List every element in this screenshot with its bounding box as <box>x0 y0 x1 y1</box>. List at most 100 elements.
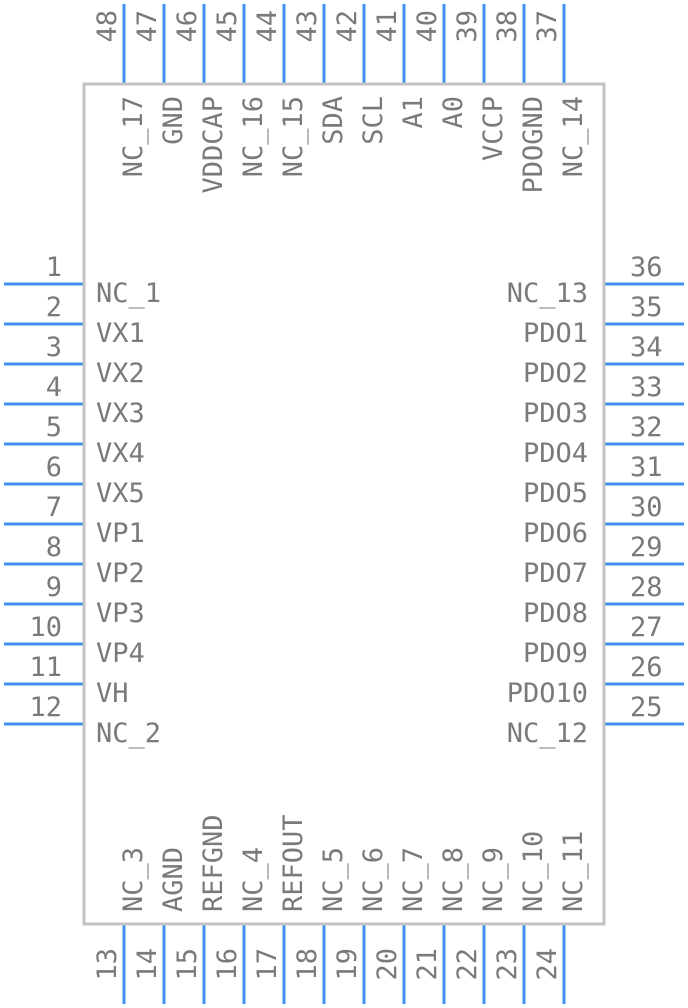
pin-number-41: 41 <box>372 10 403 43</box>
pin-name-10: VP4 <box>96 638 145 669</box>
pin-number-9: 9 <box>46 572 62 603</box>
pin-number-38: 38 <box>492 10 523 43</box>
pin-number-43: 43 <box>292 10 323 43</box>
pin-name-25: NC_12 <box>507 718 588 749</box>
pin-name-12: NC_2 <box>96 718 161 749</box>
pin-name-36: NC_13 <box>507 278 588 309</box>
pin-number-23: 23 <box>492 948 523 981</box>
pin-name-22: NC_9 <box>478 847 509 912</box>
pin-name-45: NC_16 <box>238 96 269 177</box>
pin-number-1: 1 <box>46 252 62 283</box>
pin-name-39: VCCP <box>478 96 509 161</box>
pin-name-48: NC_17 <box>118 96 149 177</box>
pin-number-15: 15 <box>172 948 203 981</box>
pin-name-31: PDO5 <box>523 478 588 509</box>
pin-name-8: VP2 <box>96 558 145 589</box>
pin-number-6: 6 <box>46 452 62 483</box>
pin-name-24: NC_11 <box>558 831 589 912</box>
pin-name-1: NC_1 <box>96 278 161 309</box>
pin-name-21: NC_8 <box>438 847 469 912</box>
pin-number-34: 34 <box>630 332 663 363</box>
pin-number-36: 36 <box>630 252 663 283</box>
pin-name-26: PDO10 <box>507 678 588 709</box>
pin-name-4: VX3 <box>96 398 145 429</box>
pin-number-3: 3 <box>46 332 62 363</box>
pin-number-42: 42 <box>332 10 363 43</box>
pin-number-30: 30 <box>630 492 663 523</box>
pin-number-10: 10 <box>29 612 62 643</box>
pin-name-20: NC_7 <box>398 847 429 912</box>
pin-name-32: PDO4 <box>523 438 588 469</box>
pin-number-12: 12 <box>29 692 62 723</box>
pin-name-23: NC_10 <box>518 831 549 912</box>
pin-number-26: 26 <box>630 652 663 683</box>
pin-name-9: VP3 <box>96 598 145 629</box>
pin-number-7: 7 <box>46 492 62 523</box>
pin-number-31: 31 <box>630 452 663 483</box>
pin-number-25: 25 <box>630 692 663 723</box>
labels-layer: 1NC_12VX13VX24VX35VX46VX57VP18VP29VP310V… <box>29 10 662 981</box>
pin-name-3: VX2 <box>96 358 145 389</box>
pin-name-40: A0 <box>438 96 469 129</box>
pin-name-5: VX4 <box>96 438 145 469</box>
pin-number-20: 20 <box>372 948 403 981</box>
pin-number-4: 4 <box>46 372 62 403</box>
pin-number-13: 13 <box>92 948 123 981</box>
pin-number-40: 40 <box>412 10 443 43</box>
pin-name-29: PDO7 <box>523 558 588 589</box>
pin-name-44: NC_15 <box>278 96 309 177</box>
pin-number-8: 8 <box>46 532 62 563</box>
pin-number-28: 28 <box>630 572 663 603</box>
pin-name-41: A1 <box>398 96 429 129</box>
pin-number-45: 45 <box>212 10 243 43</box>
pin-number-16: 16 <box>212 948 243 981</box>
pin-number-35: 35 <box>630 292 663 323</box>
pin-number-2: 2 <box>46 292 62 323</box>
pin-number-48: 48 <box>92 10 123 43</box>
pin-name-30: PDO6 <box>523 518 588 549</box>
pin-number-47: 47 <box>132 10 163 43</box>
pin-number-17: 17 <box>252 948 283 981</box>
pin-number-44: 44 <box>252 10 283 43</box>
pin-number-32: 32 <box>630 412 663 443</box>
pin-name-47: GND <box>158 96 189 145</box>
pin-number-18: 18 <box>292 948 323 981</box>
pin-name-17: REFOUT <box>278 814 309 912</box>
pin-name-43: SDA <box>318 96 349 145</box>
pin-name-15: REFGND <box>198 814 229 912</box>
pin-number-5: 5 <box>46 412 62 443</box>
pin-name-19: NC_6 <box>358 847 389 912</box>
pin-number-14: 14 <box>132 948 163 981</box>
pin-number-24: 24 <box>532 948 563 981</box>
pin-number-22: 22 <box>452 948 483 981</box>
pin-name-33: PDO3 <box>523 398 588 429</box>
pin-name-34: PDO2 <box>523 358 588 389</box>
pin-name-27: PDO9 <box>523 638 588 669</box>
pin-number-27: 27 <box>630 612 663 643</box>
pin-name-28: PDO8 <box>523 598 588 629</box>
pin-name-18: NC_5 <box>318 847 349 912</box>
pin-name-38: PDOGND <box>518 96 549 194</box>
pin-name-13: NC_3 <box>118 847 149 912</box>
pins-layer <box>4 4 684 1004</box>
pin-number-11: 11 <box>29 652 62 683</box>
pin-number-21: 21 <box>412 948 443 981</box>
pin-name-14: AGND <box>158 847 189 912</box>
pin-name-16: NC_4 <box>238 847 269 912</box>
pin-name-7: VP1 <box>96 518 145 549</box>
pin-name-37: NC_14 <box>558 96 589 177</box>
pin-number-37: 37 <box>532 10 563 43</box>
pin-number-19: 19 <box>332 948 363 981</box>
pin-number-33: 33 <box>630 372 663 403</box>
pin-name-6: VX5 <box>96 478 145 509</box>
component-body <box>82 82 606 926</box>
pin-name-11: VH <box>96 678 129 709</box>
pin-name-35: PDO1 <box>523 318 588 349</box>
pin-number-46: 46 <box>172 10 203 43</box>
pin-number-39: 39 <box>452 10 483 43</box>
pin-name-42: SCL <box>358 96 389 145</box>
pin-name-46: VDDCAP <box>198 96 229 194</box>
pin-name-2: VX1 <box>96 318 145 349</box>
pin-number-29: 29 <box>630 532 663 563</box>
